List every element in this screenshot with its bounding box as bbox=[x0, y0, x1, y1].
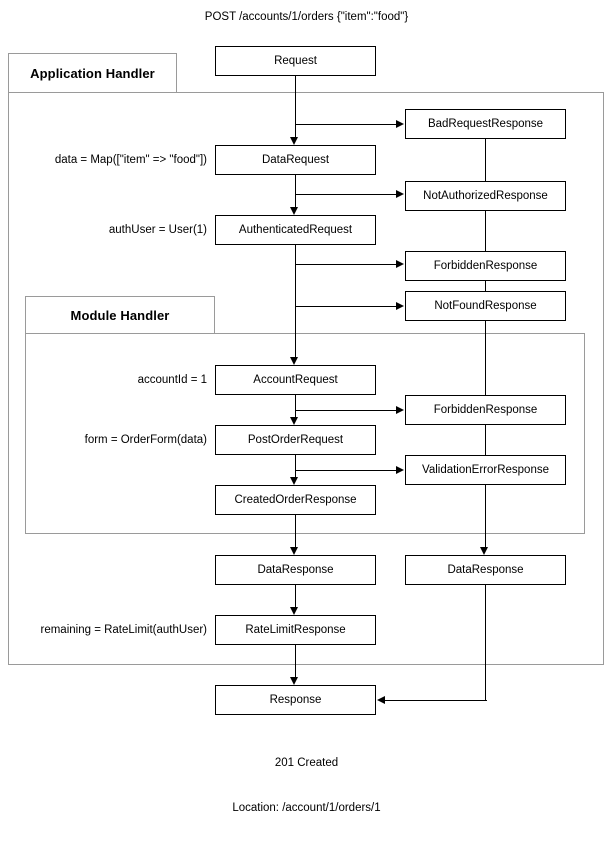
edge-to-forbiddenresponse-app bbox=[295, 264, 397, 265]
group-module-handler bbox=[25, 333, 585, 534]
edge-to-validationerrorresponse bbox=[295, 470, 397, 471]
node-authenticated-request[interactable]: AuthenticatedRequest bbox=[215, 215, 376, 245]
footer-status: 201 Created bbox=[274, 757, 339, 769]
node-label-account-request: AccountRequest bbox=[253, 374, 338, 386]
edge-postorderrequest-to-createdorderresponse bbox=[295, 455, 296, 478]
edge-to-notauthorizedresponse bbox=[295, 194, 397, 195]
edge-to-forbiddenresponse-module bbox=[295, 410, 397, 411]
node-not-authorized-response[interactable]: NotAuthorizedResponse bbox=[405, 181, 566, 211]
node-label-response: Response bbox=[269, 694, 322, 706]
node-label-not-authorized-response: NotAuthorizedResponse bbox=[423, 190, 548, 202]
node-request[interactable]: Request bbox=[215, 46, 376, 76]
footer-location: Location: /account/1/orders/1 bbox=[232, 802, 381, 814]
node-rate-limit-response[interactable]: RateLimitResponse bbox=[215, 615, 376, 645]
edge-notfound-to-forbidden-module bbox=[485, 321, 486, 395]
edge-authenticatedrequest-to-accountrequest bbox=[295, 245, 296, 358]
note-auth-user: authUser = User(1) bbox=[108, 224, 207, 236]
edge-validationerror-to-dataresponse-right bbox=[485, 485, 486, 548]
node-forbidden-response-app[interactable]: ForbiddenResponse bbox=[405, 251, 566, 281]
node-label-forbidden-response-app: ForbiddenResponse bbox=[433, 260, 538, 272]
node-created-order-response[interactable]: CreatedOrderResponse bbox=[215, 485, 376, 515]
node-label-not-found-response: NotFoundResponse bbox=[434, 300, 537, 312]
edge-ratelimitresponse-to-response bbox=[295, 645, 296, 678]
arrowhead-forbiddenresponse-module bbox=[396, 405, 404, 414]
node-label-created-order-response: CreatedOrderResponse bbox=[234, 494, 357, 506]
arrowhead-dataresponse-right bbox=[480, 547, 489, 555]
arrowhead-notfoundresponse bbox=[396, 301, 404, 310]
group-label-application-handler: Application Handler bbox=[30, 65, 155, 81]
edge-forbidden-module-to-validationerror bbox=[485, 425, 486, 455]
group-tab-module-handler: Module Handler bbox=[25, 296, 215, 334]
node-account-request[interactable]: AccountRequest bbox=[215, 365, 376, 395]
node-data-request[interactable]: DataRequest bbox=[215, 145, 376, 175]
edge-dataresponse-to-ratelimitresponse bbox=[295, 585, 296, 608]
node-label-post-order-request: PostOrderRequest bbox=[247, 434, 344, 446]
node-label-validation-error-response: ValidationErrorResponse bbox=[422, 464, 549, 476]
edge-request-to-datarequest bbox=[295, 76, 296, 138]
node-label-bad-request-response: BadRequestResponse bbox=[427, 118, 544, 130]
edge-badrequest-to-notauthorized bbox=[485, 139, 486, 181]
edge-dataresponse-right-down bbox=[485, 585, 486, 701]
arrowhead-postorderrequest bbox=[290, 417, 299, 425]
note-account-id: accountId = 1 bbox=[137, 374, 207, 386]
arrowhead-forbiddenresponse-app bbox=[396, 259, 404, 268]
node-forbidden-response-module[interactable]: ForbiddenResponse bbox=[405, 395, 566, 425]
node-label-data-response-right: DataResponse bbox=[447, 564, 524, 576]
arrowhead-response bbox=[290, 677, 299, 685]
diagram-title: POST /accounts/1/orders {"item":"food"} bbox=[204, 11, 409, 23]
edge-accountrequest-to-postorderrequest bbox=[295, 395, 296, 418]
edge-notauthorized-to-forbidden bbox=[485, 211, 486, 251]
node-response[interactable]: Response bbox=[215, 685, 376, 715]
node-bad-request-response[interactable]: BadRequestResponse bbox=[405, 109, 566, 139]
node-label-rate-limit-response: RateLimitResponse bbox=[245, 624, 346, 636]
node-validation-error-response[interactable]: ValidationErrorResponse bbox=[405, 455, 566, 485]
diagram-canvas: POST /accounts/1/orders {"item":"food"} … bbox=[8, 11, 604, 814]
node-data-response-left[interactable]: DataResponse bbox=[215, 555, 376, 585]
edge-createdorderresponse-to-dataresponse bbox=[295, 515, 296, 548]
edge-forbidden-to-notfound bbox=[485, 281, 486, 291]
arrowhead-response-from-right bbox=[377, 695, 385, 704]
edge-to-badrequestresponse bbox=[295, 124, 397, 125]
group-label-module-handler: Module Handler bbox=[70, 307, 170, 323]
node-data-response-right[interactable]: DataResponse bbox=[405, 555, 566, 585]
arrowhead-ratelimitresponse bbox=[290, 607, 299, 615]
node-label-data-response-left: DataResponse bbox=[257, 564, 334, 576]
note-form: form = OrderForm(data) bbox=[84, 434, 207, 446]
arrowhead-badrequestresponse bbox=[396, 119, 404, 128]
arrowhead-authenticatedrequest bbox=[290, 207, 299, 215]
node-label-forbidden-response-module: ForbiddenResponse bbox=[433, 404, 538, 416]
group-application-handler bbox=[8, 92, 604, 665]
note-remaining: remaining = RateLimit(authUser) bbox=[40, 624, 208, 636]
node-label-request: Request bbox=[274, 55, 317, 67]
group-tab-application-handler: Application Handler bbox=[8, 53, 177, 93]
note-data-map: data = Map(["item" => "food"]) bbox=[54, 154, 207, 166]
node-label-data-request: DataRequest bbox=[261, 154, 330, 166]
edge-datarequest-to-authenticatedrequest bbox=[295, 175, 296, 208]
edge-dataresponse-right-to-response bbox=[385, 700, 487, 701]
node-label-authenticated-request: AuthenticatedRequest bbox=[238, 224, 353, 236]
arrowhead-accountrequest bbox=[290, 357, 299, 365]
diagram-footer: 201 Created Location: /account/1/orders/… bbox=[0, 726, 613, 846]
node-post-order-request[interactable]: PostOrderRequest bbox=[215, 425, 376, 455]
node-not-found-response[interactable]: NotFoundResponse bbox=[405, 291, 566, 321]
arrowhead-dataresponse-left bbox=[290, 547, 299, 555]
arrowhead-validationerrorresponse bbox=[396, 465, 404, 474]
edge-to-notfoundresponse bbox=[295, 306, 397, 307]
arrowhead-notauthorizedresponse bbox=[396, 189, 404, 198]
arrowhead-createdorderresponse bbox=[290, 477, 299, 485]
arrowhead-datarequest bbox=[290, 137, 299, 145]
